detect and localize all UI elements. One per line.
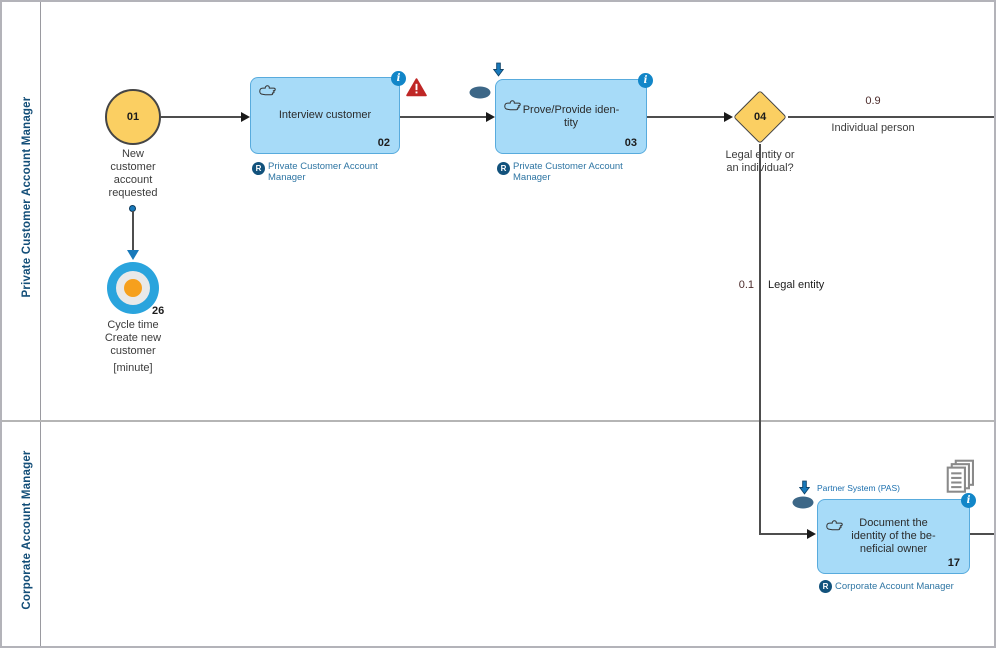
kpi-number: 26 bbox=[152, 305, 165, 317]
manual-task-hand-icon bbox=[259, 84, 276, 100]
task-label: Prove/Provide iden- tity bbox=[522, 103, 620, 129]
gateway-number: 04 bbox=[753, 111, 767, 123]
flow-start-to-interview[interactable] bbox=[161, 116, 242, 118]
lane-header-divider bbox=[40, 2, 41, 646]
flow-interview-to-prove[interactable] bbox=[400, 116, 487, 118]
arrowhead-icon bbox=[724, 112, 733, 122]
import-arrow-icon bbox=[492, 62, 505, 82]
flow-legal-entity-horizontal[interactable] bbox=[759, 533, 808, 535]
info-icon[interactable]: i bbox=[961, 493, 976, 508]
task-number: 03 bbox=[624, 137, 637, 149]
task-interview-customer[interactable]: i Interview customer 02 bbox=[250, 71, 406, 154]
arrowhead-icon bbox=[807, 529, 816, 539]
kpi-cycle-time-indicator[interactable] bbox=[107, 262, 159, 314]
flow-legal-label: Legal entity bbox=[768, 279, 825, 291]
import-arrow-icon bbox=[798, 480, 811, 500]
warning-icon[interactable] bbox=[406, 78, 427, 102]
blue-arrowhead-icon bbox=[127, 250, 139, 260]
documents-stack-icon[interactable] bbox=[944, 459, 979, 503]
start-event[interactable]: 01 bbox=[105, 89, 161, 145]
gateway-legal-or-individual[interactable]: 04 bbox=[733, 90, 787, 144]
task-prove-role-label: Private Customer Account Manager bbox=[513, 161, 623, 183]
partner-system-label: Partner System (PAS) bbox=[817, 483, 900, 493]
lane-label-corporate-account-manager: Corporate Account Manager bbox=[21, 450, 33, 610]
task-prove-identity[interactable]: i Prove/Provide iden- tity 03 bbox=[495, 73, 653, 154]
manual-task-hand-icon bbox=[826, 506, 843, 535]
task-number: 17 bbox=[947, 557, 960, 569]
role-badge-icon: R bbox=[497, 162, 510, 175]
arrowhead-icon bbox=[241, 112, 250, 122]
flow-document-outgoing[interactable] bbox=[970, 533, 994, 535]
manual-task-hand-icon bbox=[504, 86, 521, 115]
kpi-center-dot-icon bbox=[124, 279, 142, 297]
it-system-ellipse-icon[interactable] bbox=[469, 86, 491, 104]
role-badge-icon: R bbox=[819, 580, 832, 593]
task-document-identity[interactable]: i Document the identity of the be- nefic… bbox=[817, 493, 976, 574]
flow-legal-probability: 0.1 bbox=[738, 279, 754, 291]
flow-prove-to-gateway[interactable] bbox=[647, 116, 725, 118]
kpi-connector[interactable] bbox=[132, 211, 134, 251]
flow-individual-label: Individual person bbox=[831, 122, 915, 134]
lane-divider bbox=[2, 420, 994, 422]
lane-label-private-customer-account-manager: Private Customer Account Manager bbox=[21, 96, 33, 298]
info-icon[interactable]: i bbox=[638, 73, 653, 88]
task-document-role-label: Corporate Account Manager bbox=[835, 581, 954, 592]
kpi-unit-label: [minute] bbox=[113, 362, 153, 374]
kpi-middle-ring bbox=[116, 271, 150, 305]
info-icon[interactable]: i bbox=[391, 71, 406, 86]
task-number: 02 bbox=[377, 137, 390, 149]
task-label: Document the identity of the be- neficia… bbox=[851, 517, 936, 555]
it-system-ellipse-icon[interactable] bbox=[792, 496, 814, 514]
start-event-label: New customer account requested bbox=[108, 148, 158, 199]
task-label: Interview customer bbox=[278, 109, 372, 121]
start-event-number: 01 bbox=[126, 111, 140, 123]
arrowhead-icon bbox=[486, 112, 495, 122]
flow-legal-entity-vertical[interactable] bbox=[759, 144, 761, 534]
kpi-label: Cycle time Create new customer bbox=[104, 319, 162, 357]
flow-individual-probability: 0.9 bbox=[865, 95, 881, 107]
task-interview-role-label: Private Customer Account Manager bbox=[268, 161, 378, 183]
role-badge-icon: R bbox=[252, 162, 265, 175]
flow-individual-person[interactable] bbox=[788, 116, 994, 118]
